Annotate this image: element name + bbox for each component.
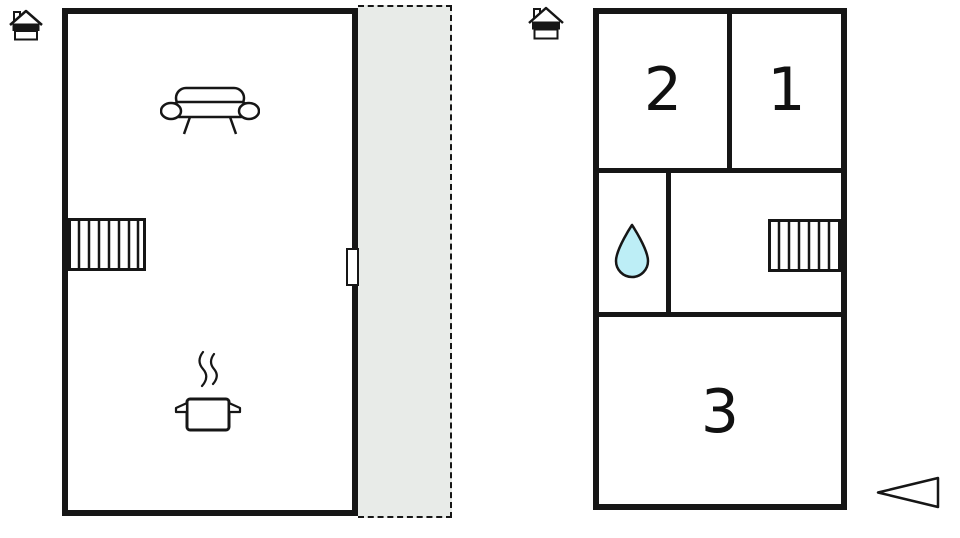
bathroom-wall [666, 168, 671, 317]
room-2-label: 2 [643, 55, 683, 125]
entrance-arrow-icon [874, 475, 942, 510]
house-icon [8, 8, 44, 42]
wall-above-room3 [593, 312, 847, 317]
staircase-icon [768, 219, 841, 272]
room-1-label: 1 [767, 55, 806, 125]
water-drop-icon [610, 221, 654, 279]
wall-below-bedrooms [593, 168, 847, 173]
wall-between-room2-room1 [727, 8, 732, 170]
staircase-icon [68, 218, 146, 271]
door-handle-icon [346, 248, 359, 286]
sofa-icon [160, 85, 260, 140]
cooking-pot-icon [172, 350, 242, 438]
room-3-label: 3 [700, 377, 740, 447]
house-icon [527, 5, 565, 41]
terrace-area [358, 5, 452, 518]
